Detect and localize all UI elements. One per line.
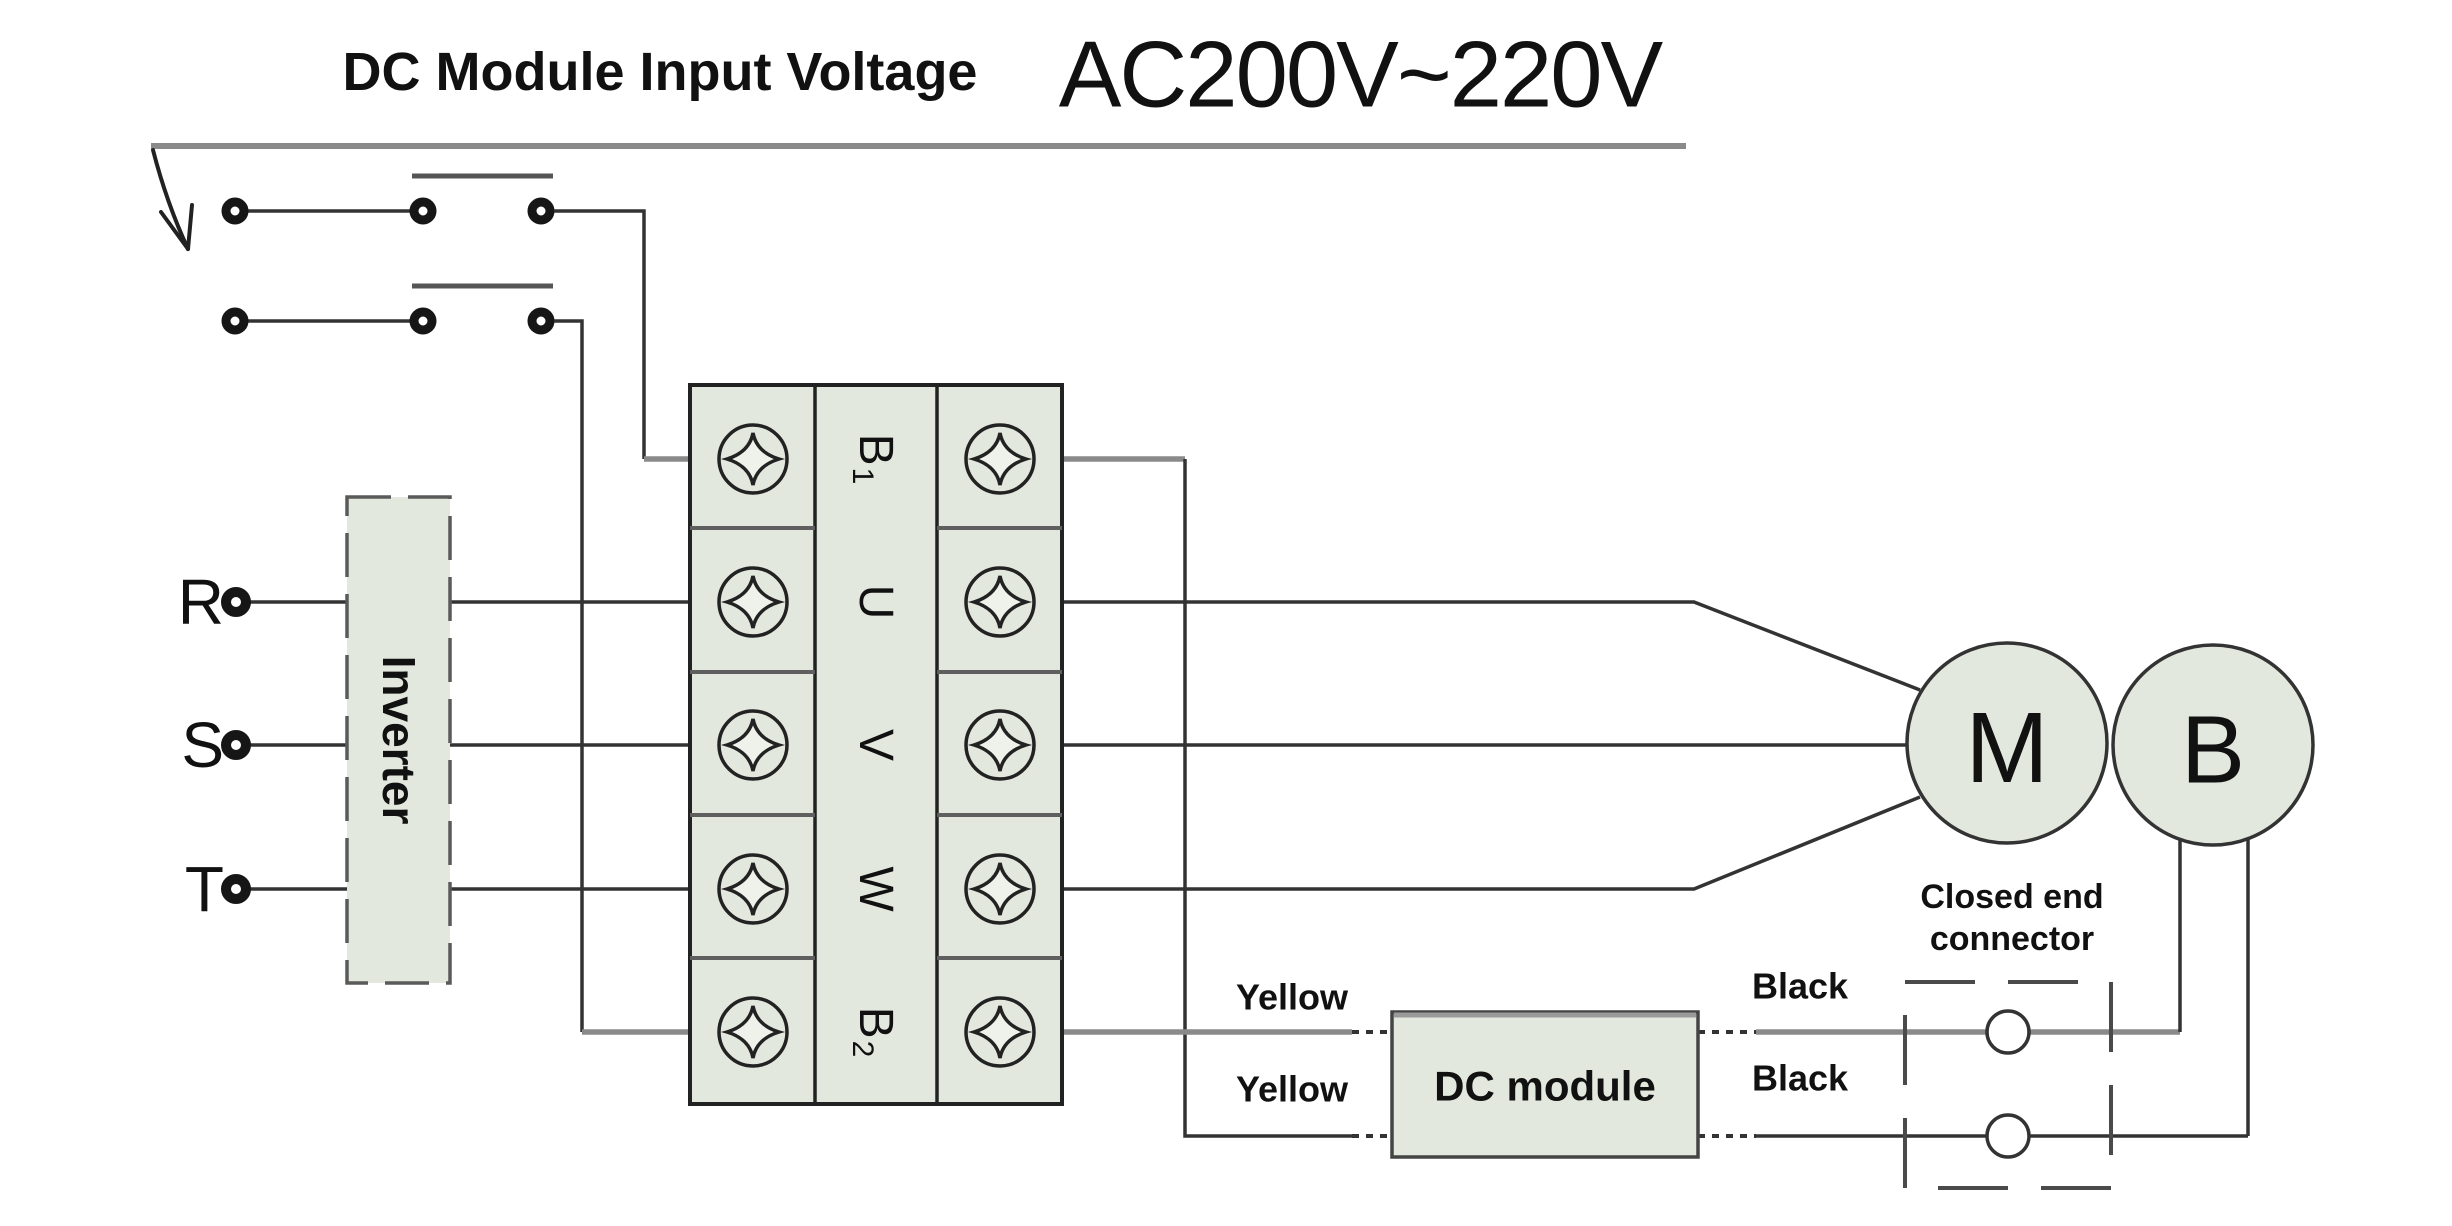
disconnect-switch-bottom: [221, 283, 555, 335]
closed-end-connector-label-line2: connector: [1930, 920, 2094, 958]
terminal-block: B1 U V W B2: [688, 383, 1064, 1106]
terminal-label-w: W: [850, 866, 903, 912]
screw-icon: [964, 566, 1036, 638]
screw-icon: [717, 996, 789, 1068]
wire-label-black-top: Black: [1752, 966, 1849, 1007]
phase-terminal-dot-t: [221, 874, 251, 904]
screw-icon: [717, 423, 789, 495]
connector-circle-top: [1985, 1009, 2031, 1055]
closed-end-connector: Closed end connector: [1903, 878, 2113, 1190]
brake-node: B: [2111, 643, 2315, 847]
screw-icon: [964, 996, 1036, 1068]
closed-end-connector-box: [1903, 980, 2113, 1190]
connector-circle-bottom: [1985, 1113, 2031, 1159]
closed-end-connector-label-line1: Closed end: [1920, 878, 2103, 916]
wire-switch-to-b2: [554, 319, 584, 1032]
phase-terminal-dot-r: [221, 587, 251, 617]
phase-terminal-dot-s: [221, 730, 251, 760]
arrow-barb-left: [159, 210, 190, 251]
wire-label-black-bottom: Black: [1752, 1058, 1849, 1099]
inverter-box: [345, 495, 452, 985]
voltage-label: AC200V~220V: [1059, 22, 1664, 127]
terminal-label-u: U: [850, 585, 903, 620]
arrow-barb-right: [186, 203, 194, 251]
wire-b1-down-path: [1183, 459, 1352, 1138]
brake-label: B: [2181, 697, 2245, 804]
phase-label-t: T: [185, 853, 224, 925]
screw-icon: [717, 566, 789, 638]
switch-terminal-dot: [409, 307, 437, 335]
brake-circle: [2111, 643, 2315, 847]
terminal-label-b2: B2: [847, 1007, 903, 1058]
switch-terminal-dot: [409, 197, 437, 225]
screw-icon: [717, 709, 789, 781]
switch-terminal-dot: [221, 307, 249, 335]
wire-w-to-motor: [1000, 795, 1921, 891]
switch-terminal-dot: [527, 307, 555, 335]
inverter-label: Inverter: [373, 656, 425, 825]
phase-label-r: R: [178, 566, 224, 638]
disconnect-switch-top: [221, 173, 555, 225]
wire-switch-to-b1: [554, 209, 646, 459]
switch-terminal-dot: [527, 197, 555, 225]
arrow-shaft: [151, 148, 190, 251]
screw-icon: [964, 709, 1036, 781]
motor-label: M: [1965, 692, 2048, 804]
dc-module-label: DC module: [1434, 1063, 1656, 1110]
power-feed-arrow-icon: [151, 148, 194, 251]
screw-icon: [717, 853, 789, 925]
motor-circle: [1905, 641, 2109, 845]
terminal-label-v: V: [850, 729, 903, 761]
wire-label-yellow-bottom: Yellow: [1236, 1069, 1349, 1110]
switch-terminal-dot: [221, 197, 249, 225]
wire-u-to-motor: [1000, 600, 1921, 692]
screw-icon: [964, 853, 1036, 925]
motor-node: M: [1905, 641, 2109, 845]
page-title: DC Module Input Voltage: [343, 42, 978, 102]
dc-module: DC module: [1390, 1010, 1700, 1159]
terminal-label-b1: B1: [847, 434, 903, 485]
dc-module-box: [1390, 1010, 1700, 1159]
wire-label-yellow-top: Yellow: [1236, 977, 1349, 1018]
phase-label-s: S: [181, 709, 224, 781]
screw-icon: [964, 423, 1036, 495]
